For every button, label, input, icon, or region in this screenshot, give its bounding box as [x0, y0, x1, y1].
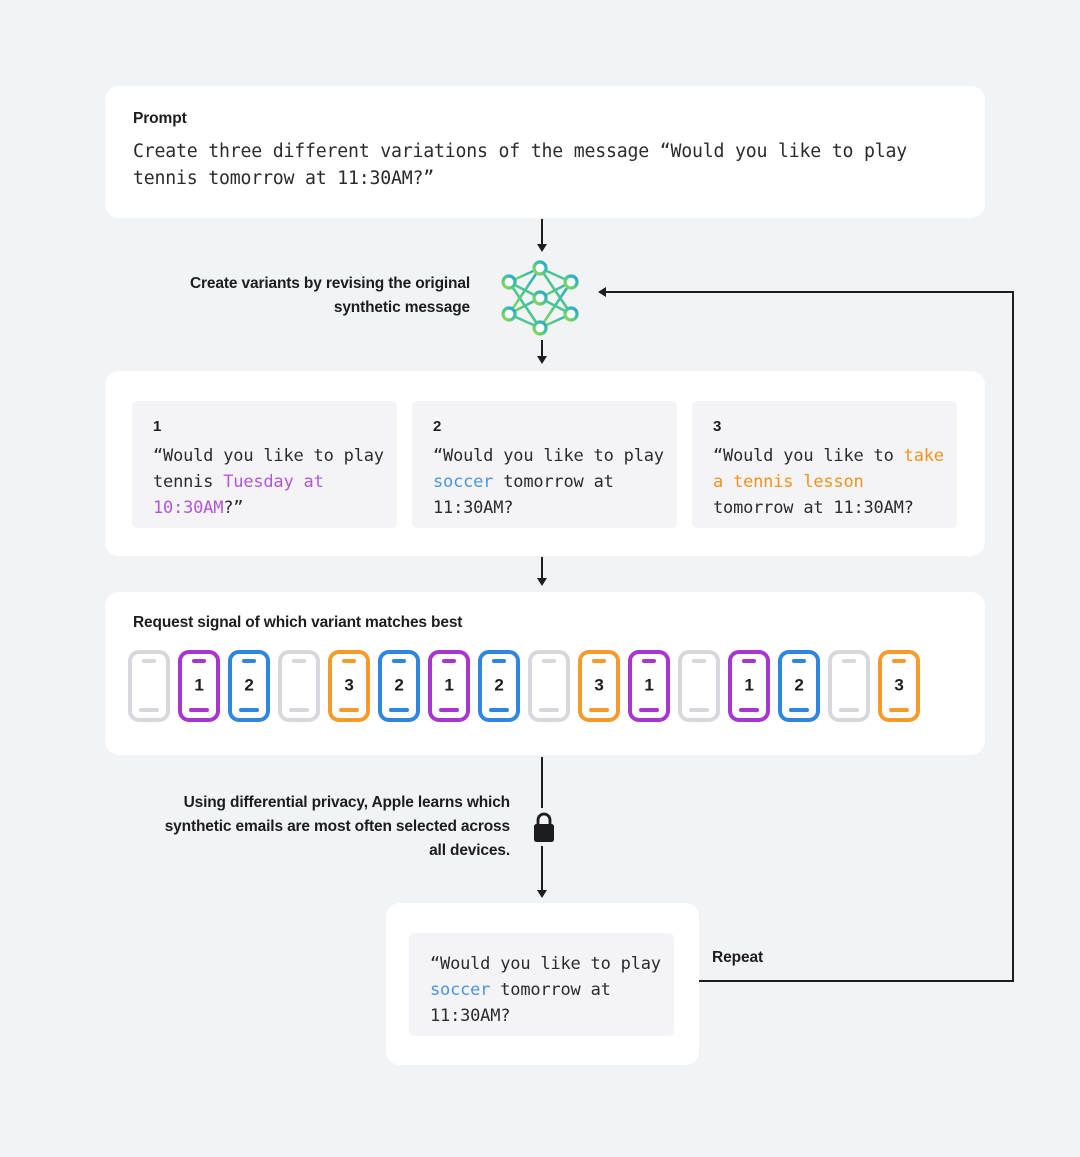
- signal-panel: Request signal of which variant matches …: [105, 592, 985, 755]
- phone-home-indicator: [639, 708, 659, 712]
- phone-notch: [842, 659, 856, 663]
- neural-network-icon: [501, 260, 579, 336]
- phone-notch: [242, 659, 256, 663]
- phone-home-indicator: [589, 708, 609, 712]
- text-segment: soccer: [433, 472, 494, 492]
- phone-home-indicator: [839, 708, 859, 712]
- phone-variant-number: 3: [344, 675, 354, 695]
- phone-icon-selected[interactable]: 3: [328, 650, 370, 722]
- phone-variant-number: 1: [444, 675, 454, 695]
- phone-notch: [392, 659, 406, 663]
- phone-icon-selected[interactable]: 1: [628, 650, 670, 722]
- variant-text: “Would you like to play tennis Tuesday a…: [153, 443, 391, 521]
- phone-notch: [292, 659, 306, 663]
- phone-icon-selected[interactable]: 1: [178, 650, 220, 722]
- phone-icon-selected[interactable]: 1: [428, 650, 470, 722]
- phone-icon-empty[interactable]: [278, 650, 320, 722]
- prompt-panel: Prompt Create three different variations…: [105, 86, 985, 218]
- phone-notch: [892, 659, 906, 663]
- text-segment: tomorrow at 11:30AM?: [430, 980, 621, 1026]
- phone-home-indicator: [139, 708, 159, 712]
- phone-variant-number: 1: [644, 675, 654, 695]
- phone-home-indicator: [189, 708, 209, 712]
- phone-notch: [492, 659, 506, 663]
- prompt-label: Prompt: [133, 110, 187, 127]
- text-segment: “Would you like to play: [430, 954, 671, 974]
- variant-card[interactable]: 2 “Would you like to play soccer tomorro…: [412, 401, 677, 528]
- phone-notch: [192, 659, 206, 663]
- privacy-step-label: Using differential privacy, Apple learns…: [164, 794, 510, 859]
- phone-notch: [442, 659, 456, 663]
- result-text: “Would you like to play soccer tomorrow …: [430, 951, 668, 1029]
- phone-icon-selected[interactable]: 3: [878, 650, 920, 722]
- phone-icon-empty[interactable]: [828, 650, 870, 722]
- variant-number: 3: [713, 418, 722, 435]
- prompt-text: Create three different variations of the…: [133, 141, 918, 189]
- phone-variant-number: 2: [794, 675, 804, 695]
- result-card: “Would you like to play soccer tomorrow …: [409, 933, 674, 1036]
- phone-icon-empty[interactable]: [678, 650, 720, 722]
- lock-icon: [534, 812, 554, 842]
- variant-number: 2: [433, 418, 442, 435]
- phone-notch: [792, 659, 806, 663]
- variant-text: “Would you like to play soccer tomorrow …: [433, 443, 671, 521]
- phone-home-indicator: [739, 708, 759, 712]
- phone-variant-number: 2: [394, 675, 404, 695]
- phone-icon-selected[interactable]: 2: [778, 650, 820, 722]
- text-segment: Tuesday at 10:30AM: [153, 472, 334, 518]
- text-segment: soccer: [430, 980, 491, 1000]
- phone-icon-empty[interactable]: [128, 650, 170, 722]
- variant-card[interactable]: 3 “Would you like to take a tennis lesso…: [692, 401, 957, 528]
- phone-variant-number: 3: [894, 675, 904, 695]
- phone-home-indicator: [239, 708, 259, 712]
- model-step-label: Create variants by revising the original…: [190, 275, 470, 316]
- phone-home-indicator: [289, 708, 309, 712]
- phone-icon-empty[interactable]: [528, 650, 570, 722]
- phone-notch: [542, 659, 556, 663]
- variant-text: “Would you like to take a tennis lesson …: [713, 443, 951, 521]
- phone-home-indicator: [539, 708, 559, 712]
- phone-home-indicator: [689, 708, 709, 712]
- text-segment: ?”: [223, 498, 244, 518]
- text-segment: take a tennis lesson: [713, 446, 954, 492]
- phone-notch: [342, 659, 356, 663]
- phone-home-indicator: [889, 708, 909, 712]
- phone-variant-number: 2: [494, 675, 504, 695]
- text-segment: “Would you like to play tennis: [153, 446, 394, 492]
- phone-row: 1 2 3 2 1 2 3 1 1 2 3: [128, 650, 920, 722]
- phone-icon-selected[interactable]: 2: [228, 650, 270, 722]
- result-panel: “Would you like to play soccer tomorrow …: [386, 903, 699, 1065]
- text-segment: “Would you like to play: [433, 446, 674, 466]
- phone-icon-selected[interactable]: 2: [478, 650, 520, 722]
- phone-variant-number: 1: [744, 675, 754, 695]
- phone-icon-selected[interactable]: 2: [378, 650, 420, 722]
- phone-icon-selected[interactable]: 1: [728, 650, 770, 722]
- phone-variant-number: 3: [594, 675, 604, 695]
- phone-notch: [592, 659, 606, 663]
- phone-home-indicator: [339, 708, 359, 712]
- text-segment: “Would you like to: [713, 446, 904, 466]
- phone-notch: [742, 659, 756, 663]
- phone-notch: [642, 659, 656, 663]
- phone-notch: [692, 659, 706, 663]
- phone-icon-selected[interactable]: 3: [578, 650, 620, 722]
- signal-title: Request signal of which variant matches …: [133, 614, 463, 631]
- variant-card[interactable]: 1 “Would you like to play tennis Tuesday…: [132, 401, 397, 528]
- repeat-label: Repeat: [712, 949, 764, 966]
- phone-home-indicator: [389, 708, 409, 712]
- phone-variant-number: 2: [244, 675, 254, 695]
- phone-notch: [142, 659, 156, 663]
- text-segment: tomorrow at 11:30AM?: [713, 472, 914, 518]
- variant-number: 1: [153, 418, 162, 435]
- variants-panel: 1 “Would you like to play tennis Tuesday…: [105, 371, 985, 556]
- text-segment: tomorrow at 11:30AM?: [433, 472, 624, 518]
- phone-home-indicator: [489, 708, 509, 712]
- phone-variant-number: 1: [194, 675, 204, 695]
- phone-home-indicator: [789, 708, 809, 712]
- phone-home-indicator: [439, 708, 459, 712]
